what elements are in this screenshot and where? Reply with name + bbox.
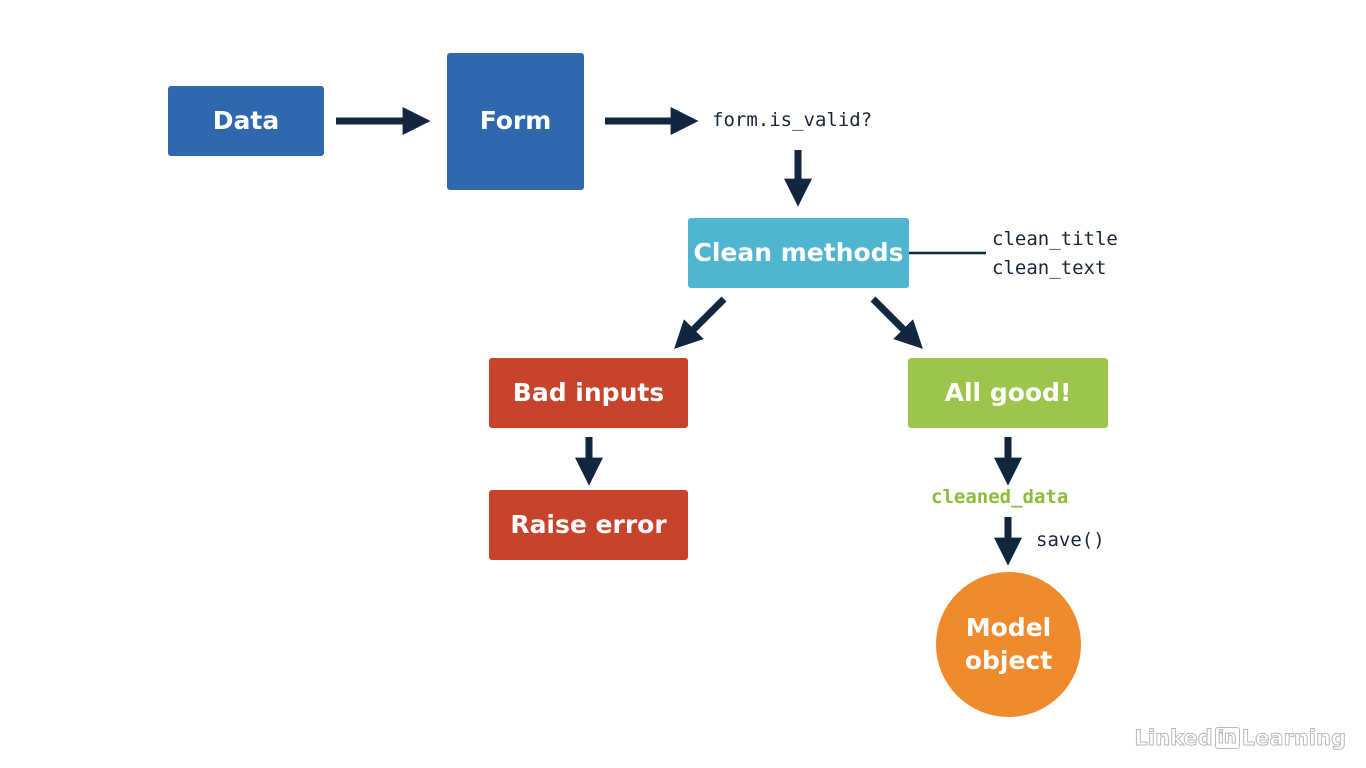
all-good-node: All good! [908,358,1108,428]
arrow-clean-to-all-good [870,296,923,349]
watermark-linked: Linked [1134,726,1213,751]
clean-title-label: clean_title [992,228,1118,250]
clean-text-label: clean_text [992,257,1107,279]
watermark-in-logo: in [1214,727,1240,749]
arrow-clean-to-bad-inputs [674,296,727,349]
form-node: Form [447,53,584,190]
watermark-learning: Learning [1241,726,1346,751]
model-object-line1: Model [965,613,1052,642]
is-valid-label: form.is_valid? [712,109,873,131]
raise-error-node: Raise error [489,490,688,560]
model-object-line2: object [964,645,1053,675]
model-object-node: Model object [936,572,1081,717]
save-label: save() [1036,529,1105,551]
clean-methods-node: Clean methods [688,218,909,288]
data-node: Data [168,86,324,156]
cleaned-data-label: cleaned_data [931,486,1069,508]
bad-inputs-node: Bad inputs [489,358,688,428]
